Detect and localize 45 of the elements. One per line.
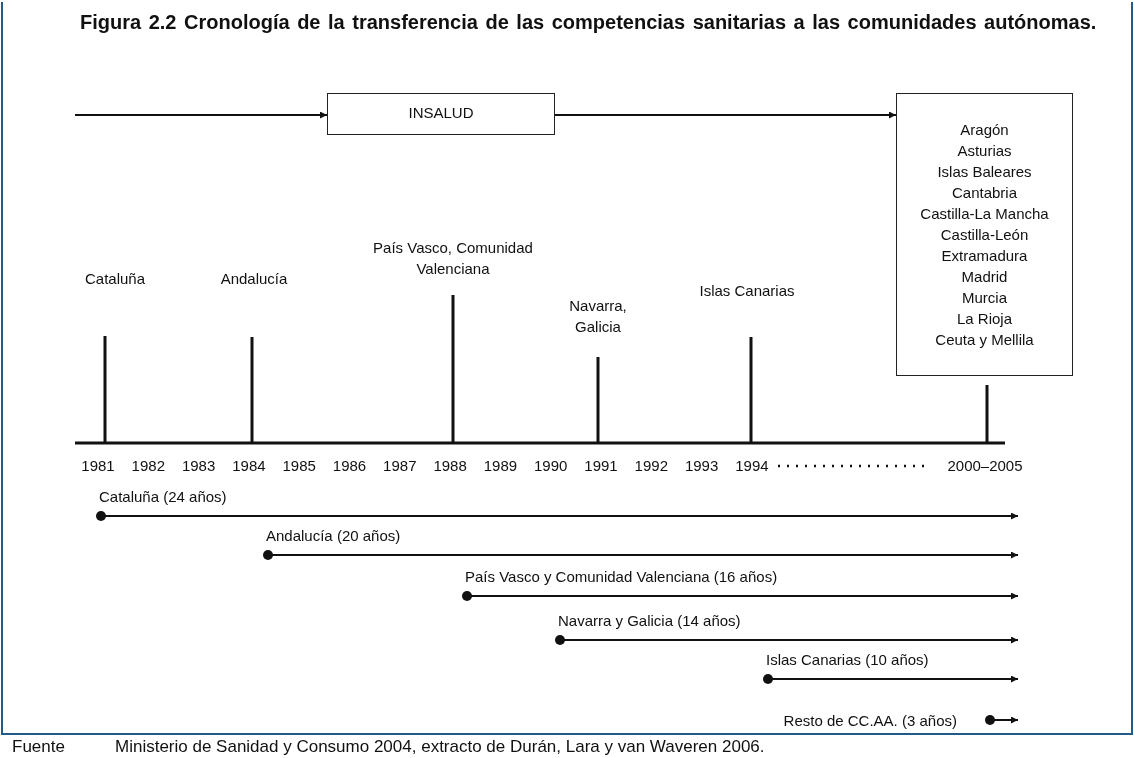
institution-box xyxy=(327,93,555,135)
year-label: 1989 xyxy=(482,456,519,476)
duration-label: Resto de CC.AA. (3 años) xyxy=(783,711,957,731)
region-name: La Rioja xyxy=(956,309,1012,329)
year-label: 1983 xyxy=(180,456,217,476)
region-name: Castilla-León xyxy=(940,225,1029,245)
region-name: Cantabria xyxy=(951,183,1017,203)
duration-label: Cataluña (24 años) xyxy=(99,487,227,507)
arrow xyxy=(74,111,328,119)
event-label: Cataluña xyxy=(83,269,146,289)
year-label: 2000–2005 xyxy=(946,456,1024,476)
event-label: Islas Canarias xyxy=(698,281,796,301)
event-label: Navarra, Galicia xyxy=(568,296,628,337)
source-caption: Ministerio de Sanidad y Consumo 2004, extracto de Durán, Lara y van Waveren 2006. xyxy=(115,736,765,757)
year-label: 1987 xyxy=(382,456,418,476)
region-name: Madrid xyxy=(961,267,1008,287)
year-label: 1986 xyxy=(331,456,368,476)
region-name: Murcia xyxy=(962,288,1007,308)
year-label: 1991 xyxy=(583,456,619,476)
year-label: 1985 xyxy=(281,456,317,476)
year-label: 1992 xyxy=(633,456,669,476)
arrow xyxy=(554,111,897,119)
year-label: 1990 xyxy=(533,456,569,476)
duration-label: Navarra y Galicia (14 años) xyxy=(558,611,741,631)
region-list-box xyxy=(896,93,1073,376)
source-label: Fuente xyxy=(12,736,65,757)
region-name: Extramadura xyxy=(941,246,1028,266)
region-name: Islas Baleares xyxy=(937,162,1032,182)
region-name: Castilla-La Mancha xyxy=(920,204,1049,224)
figure-title: Figura 2.2 Cronología de la transferencia de las competencias sanitarias a las comunidades autónomas. xyxy=(80,10,1098,35)
box-label: INSALUD xyxy=(408,103,474,123)
duration-label: Islas Canarias (10 años) xyxy=(766,650,929,670)
year-label: 1993 xyxy=(683,456,720,476)
year-label: 1984 xyxy=(231,456,267,476)
duration-label: Andalucía (20 años) xyxy=(266,526,401,546)
year-label: 1982 xyxy=(130,456,166,476)
duration-label: País Vasco y Comunidad Valenciana (16 años) xyxy=(465,567,778,587)
year-label: 1981 xyxy=(80,456,116,476)
event-label: Andalucía xyxy=(219,269,289,289)
region-name: Ceuta y Mellila xyxy=(935,330,1034,350)
region-name: Asturias xyxy=(957,141,1012,161)
year-label: 1994 xyxy=(734,456,770,476)
event-label: País Vasco, Comunidad Valenciana xyxy=(372,238,534,279)
region-name: Aragón xyxy=(960,120,1009,140)
year-label: 1988 xyxy=(432,456,468,476)
